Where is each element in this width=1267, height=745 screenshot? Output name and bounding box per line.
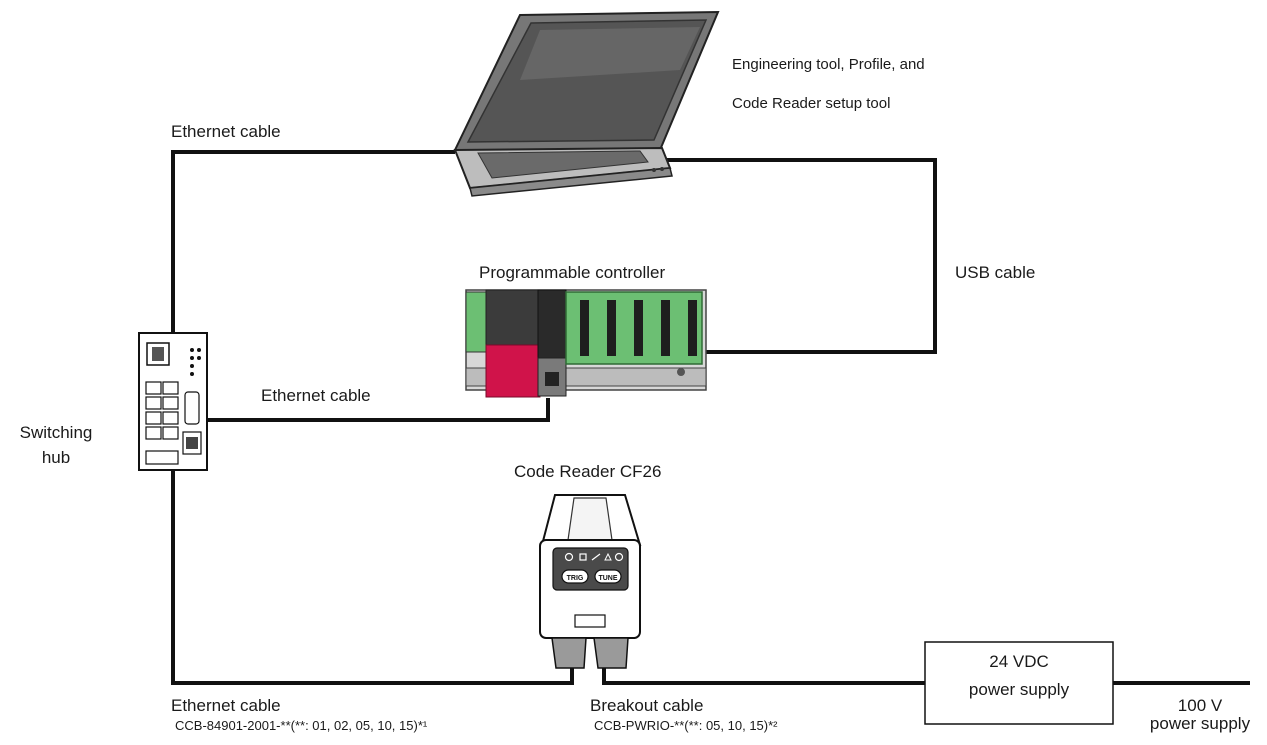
tune-button-label: TUNE	[598, 575, 617, 582]
laptop-keyboard	[477, 150, 649, 179]
plc-slot	[661, 300, 670, 356]
plc-screw	[677, 368, 685, 376]
status-indicator-icon	[579, 553, 587, 561]
ethernet-cable-middle-label: Ethernet cable	[261, 386, 371, 405]
plc-slot	[634, 300, 643, 356]
plc-power-module	[465, 291, 489, 353]
plc-slot	[607, 300, 616, 356]
laptop-port-dot	[652, 168, 656, 172]
error-indicator-icon	[591, 553, 601, 561]
laptop-port-dot	[660, 167, 664, 171]
hub-power-terminal-pins	[186, 437, 198, 449]
psu-24v-box	[924, 641, 1114, 725]
hub-led	[197, 348, 201, 352]
plc-ethernet-port	[545, 372, 559, 386]
reader-indicator-row	[564, 552, 624, 562]
power-connector	[593, 637, 629, 669]
ethernet-cable-top-label: Ethernet cable	[171, 122, 281, 141]
hub-port	[162, 426, 179, 440]
usb-cable-label: USB cable	[955, 263, 1036, 282]
trig-button	[561, 569, 589, 584]
hub-port	[162, 396, 179, 410]
laptop-screen-glare	[520, 27, 700, 80]
code-reader-label: Code Reader CF26	[514, 462, 662, 481]
hub-label-plate	[145, 450, 179, 465]
plc-module-dark	[537, 289, 567, 361]
info-indicator-icon	[614, 552, 624, 562]
laptop-tools-label-line1: Engineering tool, Profile, and	[732, 56, 925, 73]
psu-100v-label-line2: power supply	[1149, 714, 1251, 733]
hub-top-connector-inner	[152, 347, 164, 361]
network-indicator-icon	[604, 552, 612, 561]
usb-cable-line	[664, 158, 937, 354]
laptop	[453, 10, 720, 197]
ethernet-cable-top-line	[171, 150, 455, 333]
breakout-cable-label: Breakout cable	[590, 696, 704, 715]
reader-top-ridge	[567, 497, 613, 541]
hub-led	[197, 356, 201, 360]
ethernet-cable-bottom-label: Ethernet cable	[171, 696, 281, 715]
programmable-controller-label: Programmable controller	[479, 263, 666, 282]
hub-console-port	[184, 391, 200, 425]
plc-slot	[688, 300, 697, 356]
ethernet-cable-bottom-line	[171, 470, 574, 685]
tune-button	[594, 569, 622, 584]
hub-port	[145, 411, 162, 425]
cables	[171, 150, 1250, 685]
hub-led	[190, 356, 194, 360]
psu-100v-label-line1: 100 V	[1177, 696, 1223, 715]
hub-port	[162, 411, 179, 425]
hub-port	[162, 381, 179, 395]
hub-led	[190, 348, 194, 352]
hub-port	[145, 426, 162, 440]
switching-hub-label-line1: Switching	[19, 423, 93, 442]
switching-hub	[138, 332, 208, 471]
plc-cpu-front-red	[485, 344, 541, 398]
hub-led	[190, 372, 194, 376]
ethernet-connector	[551, 637, 587, 669]
ethernet-cable-middle-line	[205, 398, 550, 422]
ethernet-cable-part-label: CCB-84901-2001-**(**: 01, 02, 05, 10, 15…	[175, 718, 428, 733]
laptop-front-edge	[469, 167, 673, 197]
reader-bottom-bar	[574, 614, 606, 628]
breakout-cable-part-label: CCB-PWRIO-**(**: 05, 10, 15)*²	[594, 718, 778, 733]
hub-port	[145, 396, 162, 410]
psu-24v-label-line1: 24 VDC	[989, 652, 1049, 671]
hub-led	[190, 364, 194, 368]
psu-24v-label-line2: power supply	[968, 680, 1070, 699]
plc-slot	[580, 300, 589, 356]
code-reader: TRIG TUNE	[539, 494, 642, 669]
power-indicator-icon	[564, 552, 574, 562]
trig-button-label: TRIG	[567, 575, 584, 582]
switching-hub-label-line2: hub	[41, 448, 71, 467]
breakout-cable-line	[602, 668, 925, 685]
hub-port	[145, 381, 162, 395]
laptop-tools-label-line2: Code Reader setup tool	[732, 95, 891, 112]
programmable-controller	[465, 289, 707, 398]
